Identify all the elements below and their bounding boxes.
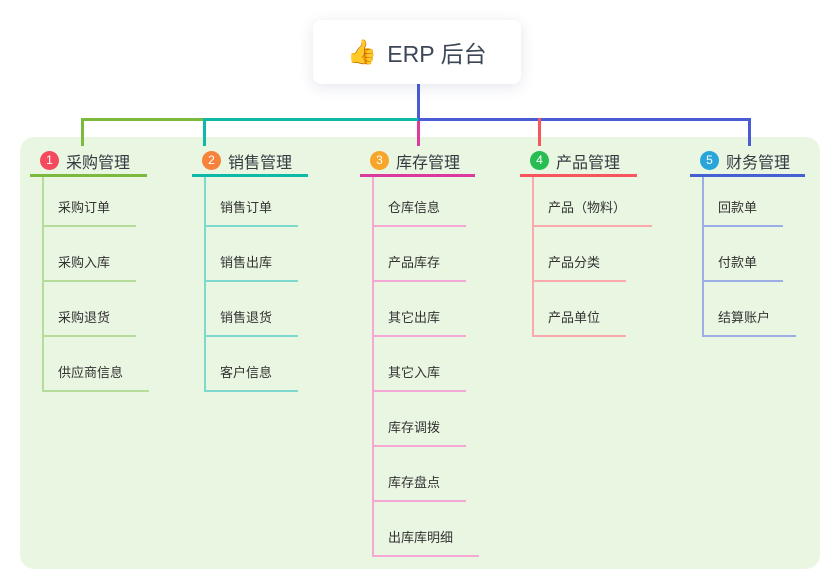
drop-line-inventory <box>417 121 420 146</box>
child-node[interactable]: 出库库明细 <box>374 502 480 557</box>
branch-label: 产品管理 <box>556 154 621 172</box>
bus-segment-sales <box>203 118 418 121</box>
thumbs-up-icon: 👍 <box>347 38 378 66</box>
branch-label: 库存管理 <box>396 154 461 172</box>
child-node[interactable]: 库存盘点 <box>374 447 467 502</box>
branch-node-finance[interactable]: 5 财务管理 <box>690 147 805 177</box>
child-node[interactable]: 仓库信息 <box>374 177 467 227</box>
child-node[interactable]: 采购退货 <box>44 282 137 337</box>
number-badge: 4 <box>530 151 549 170</box>
branch-node-sales[interactable]: 2 销售管理 <box>192 147 308 177</box>
child-node[interactable]: 销售退货 <box>206 282 299 337</box>
branch-children: 回款单 付款单 结算账户 <box>702 177 805 337</box>
child-node[interactable]: 库存调拨 <box>374 392 467 447</box>
child-node[interactable]: 付款单 <box>704 227 784 282</box>
child-node[interactable]: 其它入库 <box>374 337 467 392</box>
branch-label: 销售管理 <box>228 154 293 172</box>
child-node[interactable]: 回款单 <box>704 177 784 227</box>
branch-inventory: 3 库存管理 仓库信息 产品库存 其它出库 其它入库 库存调拨 库存盘点 出库库… <box>360 147 480 557</box>
branch-children: 产品（物料） 产品分类 产品单位 <box>532 177 653 337</box>
child-node[interactable]: 采购订单 <box>44 177 137 227</box>
number-badge: 1 <box>40 151 59 170</box>
child-node[interactable]: 其它出库 <box>374 282 467 337</box>
drop-line-product <box>538 118 541 146</box>
bus-segment-purchase <box>81 118 203 121</box>
branch-children: 仓库信息 产品库存 其它出库 其它入库 库存调拨 库存盘点 出库库明细 <box>372 177 480 557</box>
child-node[interactable]: 产品分类 <box>534 227 627 282</box>
child-node[interactable]: 产品单位 <box>534 282 627 337</box>
branch-product: 4 产品管理 产品（物料） 产品分类 产品单位 <box>520 147 653 337</box>
child-node[interactable]: 客户信息 <box>206 337 299 392</box>
child-node[interactable]: 结算账户 <box>704 282 797 337</box>
branch-purchase: 1 采购管理 采购订单 采购入库 采购退货 供应商信息 <box>30 147 150 392</box>
drop-line-purchase <box>81 118 84 146</box>
number-badge: 3 <box>370 151 389 170</box>
branch-label: 采购管理 <box>66 154 131 172</box>
root-connector-line <box>417 84 420 121</box>
number-badge: 2 <box>202 151 221 170</box>
branch-sales: 2 销售管理 销售订单 销售出库 销售退货 客户信息 <box>192 147 308 392</box>
child-node[interactable]: 销售出库 <box>206 227 299 282</box>
bus-segment-right <box>418 118 751 121</box>
branch-node-purchase[interactable]: 1 采购管理 <box>30 147 147 177</box>
child-node[interactable]: 采购入库 <box>44 227 137 282</box>
branch-finance: 5 财务管理 回款单 付款单 结算账户 <box>690 147 805 337</box>
branch-children: 销售订单 销售出库 销售退货 客户信息 <box>204 177 308 392</box>
mindmap-root-node[interactable]: 👍 ERP 后台 <box>313 20 521 84</box>
child-node[interactable]: 供应商信息 <box>44 337 150 392</box>
branch-node-inventory[interactable]: 3 库存管理 <box>360 147 475 177</box>
child-node[interactable]: 产品（物料） <box>534 177 653 227</box>
root-node-label: ERP 后台 <box>387 41 487 67</box>
branch-node-product[interactable]: 4 产品管理 <box>520 147 637 177</box>
branch-children: 采购订单 采购入库 采购退货 供应商信息 <box>42 177 150 392</box>
drop-line-sales <box>203 118 206 146</box>
branch-label: 财务管理 <box>726 154 791 172</box>
branches-background-panel <box>20 137 820 569</box>
number-badge: 5 <box>700 151 719 170</box>
drop-line-finance <box>748 118 751 146</box>
child-node[interactable]: 产品库存 <box>374 227 467 282</box>
child-node[interactable]: 销售订单 <box>206 177 299 227</box>
